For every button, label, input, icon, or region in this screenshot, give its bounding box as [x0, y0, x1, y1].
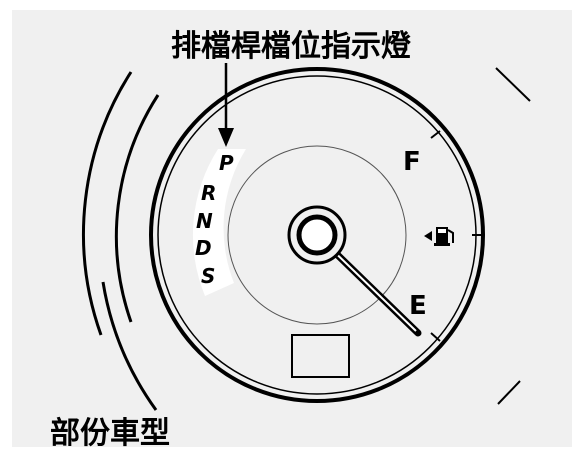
tick-empty	[430, 332, 441, 342]
gauge-center-zone-ring	[227, 145, 407, 325]
gear-position-r: R	[201, 181, 216, 205]
tick-full	[430, 130, 441, 139]
fuel-mark-full: F	[403, 147, 421, 177]
callout-arrow-head	[218, 128, 234, 147]
outer-mark-bottom-right	[497, 380, 521, 405]
gear-position-p: P	[219, 151, 234, 175]
footnote-label: 部份車型	[50, 416, 170, 451]
outer-arc-left-3	[101, 281, 158, 411]
needle-hub-inner	[296, 214, 338, 256]
warning-light-icon	[291, 334, 350, 378]
outer-arc-left-2	[114, 94, 160, 323]
gear-position-n: N	[196, 209, 213, 233]
gear-indicator-strip	[192, 149, 246, 296]
outer-arc-left-1	[81, 71, 133, 336]
gear-position-d: D	[195, 236, 212, 260]
fuel-mark-empty: E	[409, 291, 427, 321]
gear-position-s: S	[201, 264, 215, 288]
callout-title: 排檔桿檔位指示燈	[171, 29, 411, 64]
fuel-pump-icon	[424, 227, 454, 246]
outer-mark-top-right	[495, 67, 531, 102]
